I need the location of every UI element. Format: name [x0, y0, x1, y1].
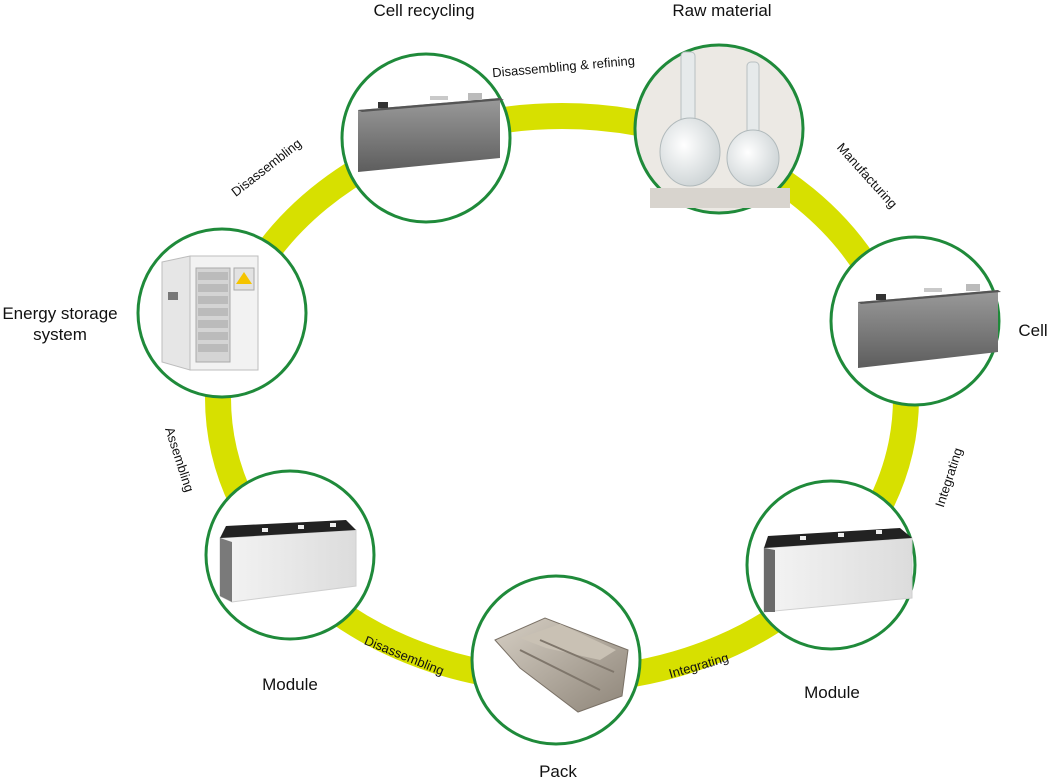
raw-material-node — [633, 43, 805, 215]
storage-cabinet-image — [161, 255, 259, 371]
label-module-left: Module — [262, 675, 318, 694]
pack-node — [470, 574, 642, 746]
battery-pack-image — [494, 617, 629, 713]
battery-cell-image — [358, 93, 504, 172]
battery-module-image — [219, 520, 357, 603]
label-cell: Cell — [1018, 321, 1048, 340]
battery-cell-image — [858, 284, 1001, 368]
energy-storage-node — [136, 227, 308, 399]
label-cell-recycling: Cell recycling — [373, 1, 475, 20]
cell-recycling-node — [340, 52, 512, 224]
label-energy-storage: Energy storage system — [2, 304, 118, 345]
label-pack: Pack — [539, 762, 577, 781]
flask-image — [650, 51, 790, 208]
label-raw-material: Raw material — [672, 1, 772, 20]
label-module-right: Module — [804, 683, 860, 702]
battery-module-image — [763, 528, 913, 613]
module-right-node — [745, 479, 917, 651]
module-left-node — [204, 469, 376, 641]
cell-node — [829, 235, 1001, 407]
